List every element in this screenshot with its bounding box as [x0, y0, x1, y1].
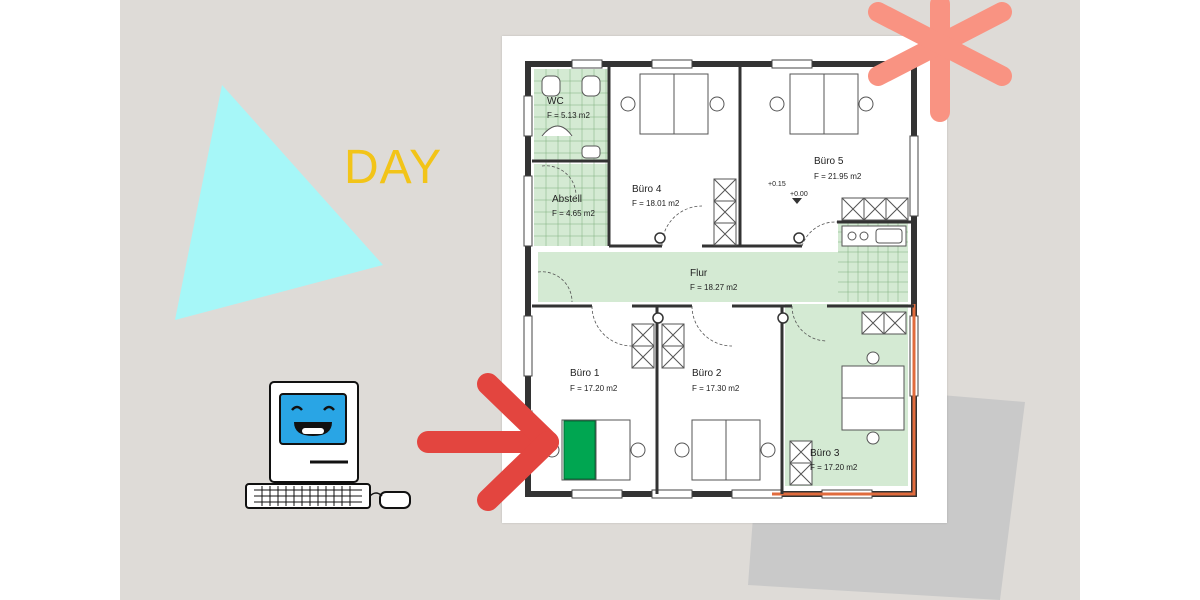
keyboard-keys	[254, 486, 362, 506]
mouse	[379, 491, 411, 509]
floor-plan-sheet: +0.15 +0.00 WC F = 5.13 m2 Abstell F = 4…	[502, 36, 947, 523]
room-name-abstell: Abstell	[552, 194, 582, 205]
room-area-buero2: F = 17.30 m2	[692, 384, 740, 393]
wc-fixtures	[541, 75, 601, 159]
computer-icon	[245, 381, 411, 509]
highlighted-desk	[563, 420, 596, 480]
floor-plan: +0.15 +0.00 WC F = 5.13 m2 Abstell F = 4…	[523, 59, 919, 499]
corner-accent	[772, 304, 916, 496]
room-area-abstell: F = 4.65 m2	[552, 209, 595, 218]
face-tongue	[302, 428, 324, 434]
tile-grid	[534, 69, 908, 302]
room-name-buero3: Büro 3	[810, 448, 840, 459]
room-name-buero1: Büro 1	[570, 368, 600, 379]
room-name-buero5: Büro 5	[814, 156, 844, 167]
room-area-buero3: F = 17.20 m2	[810, 463, 858, 472]
cabinets	[631, 178, 909, 486]
room-name-flur: Flur	[690, 268, 708, 279]
columns	[652, 232, 805, 324]
triangle-shape	[175, 85, 383, 320]
asterisk-icon	[868, 0, 1012, 122]
mouse-cable	[369, 492, 383, 497]
face-eyes	[291, 405, 335, 411]
level-mark-upper: +0.15	[768, 181, 786, 188]
room-fill-abstell	[534, 164, 609, 246]
interior-walls	[532, 66, 914, 494]
slide-canvas: DAY	[120, 0, 1080, 600]
arrow-right-icon	[417, 373, 559, 511]
room-name-wc: WC	[547, 96, 564, 107]
room-area-buero1: F = 17.20 m2	[570, 384, 618, 393]
day-label: DAY	[344, 141, 443, 194]
room-area-buero4: F = 18.01 m2	[632, 199, 680, 208]
room-area-wc: F = 5.13 m2	[547, 111, 590, 120]
level-mark-arrow	[792, 198, 802, 204]
room-name-buero4: Büro 4	[632, 184, 662, 195]
room-area-flur: F = 18.27 m2	[690, 283, 738, 292]
level-mark-lower: +0.00	[790, 191, 808, 198]
computer-screen	[279, 393, 347, 445]
room-area-buero5: F = 21.95 m2	[814, 172, 862, 181]
kitchen-unit	[841, 225, 907, 247]
room-name-buero2: Büro 2	[692, 368, 722, 379]
